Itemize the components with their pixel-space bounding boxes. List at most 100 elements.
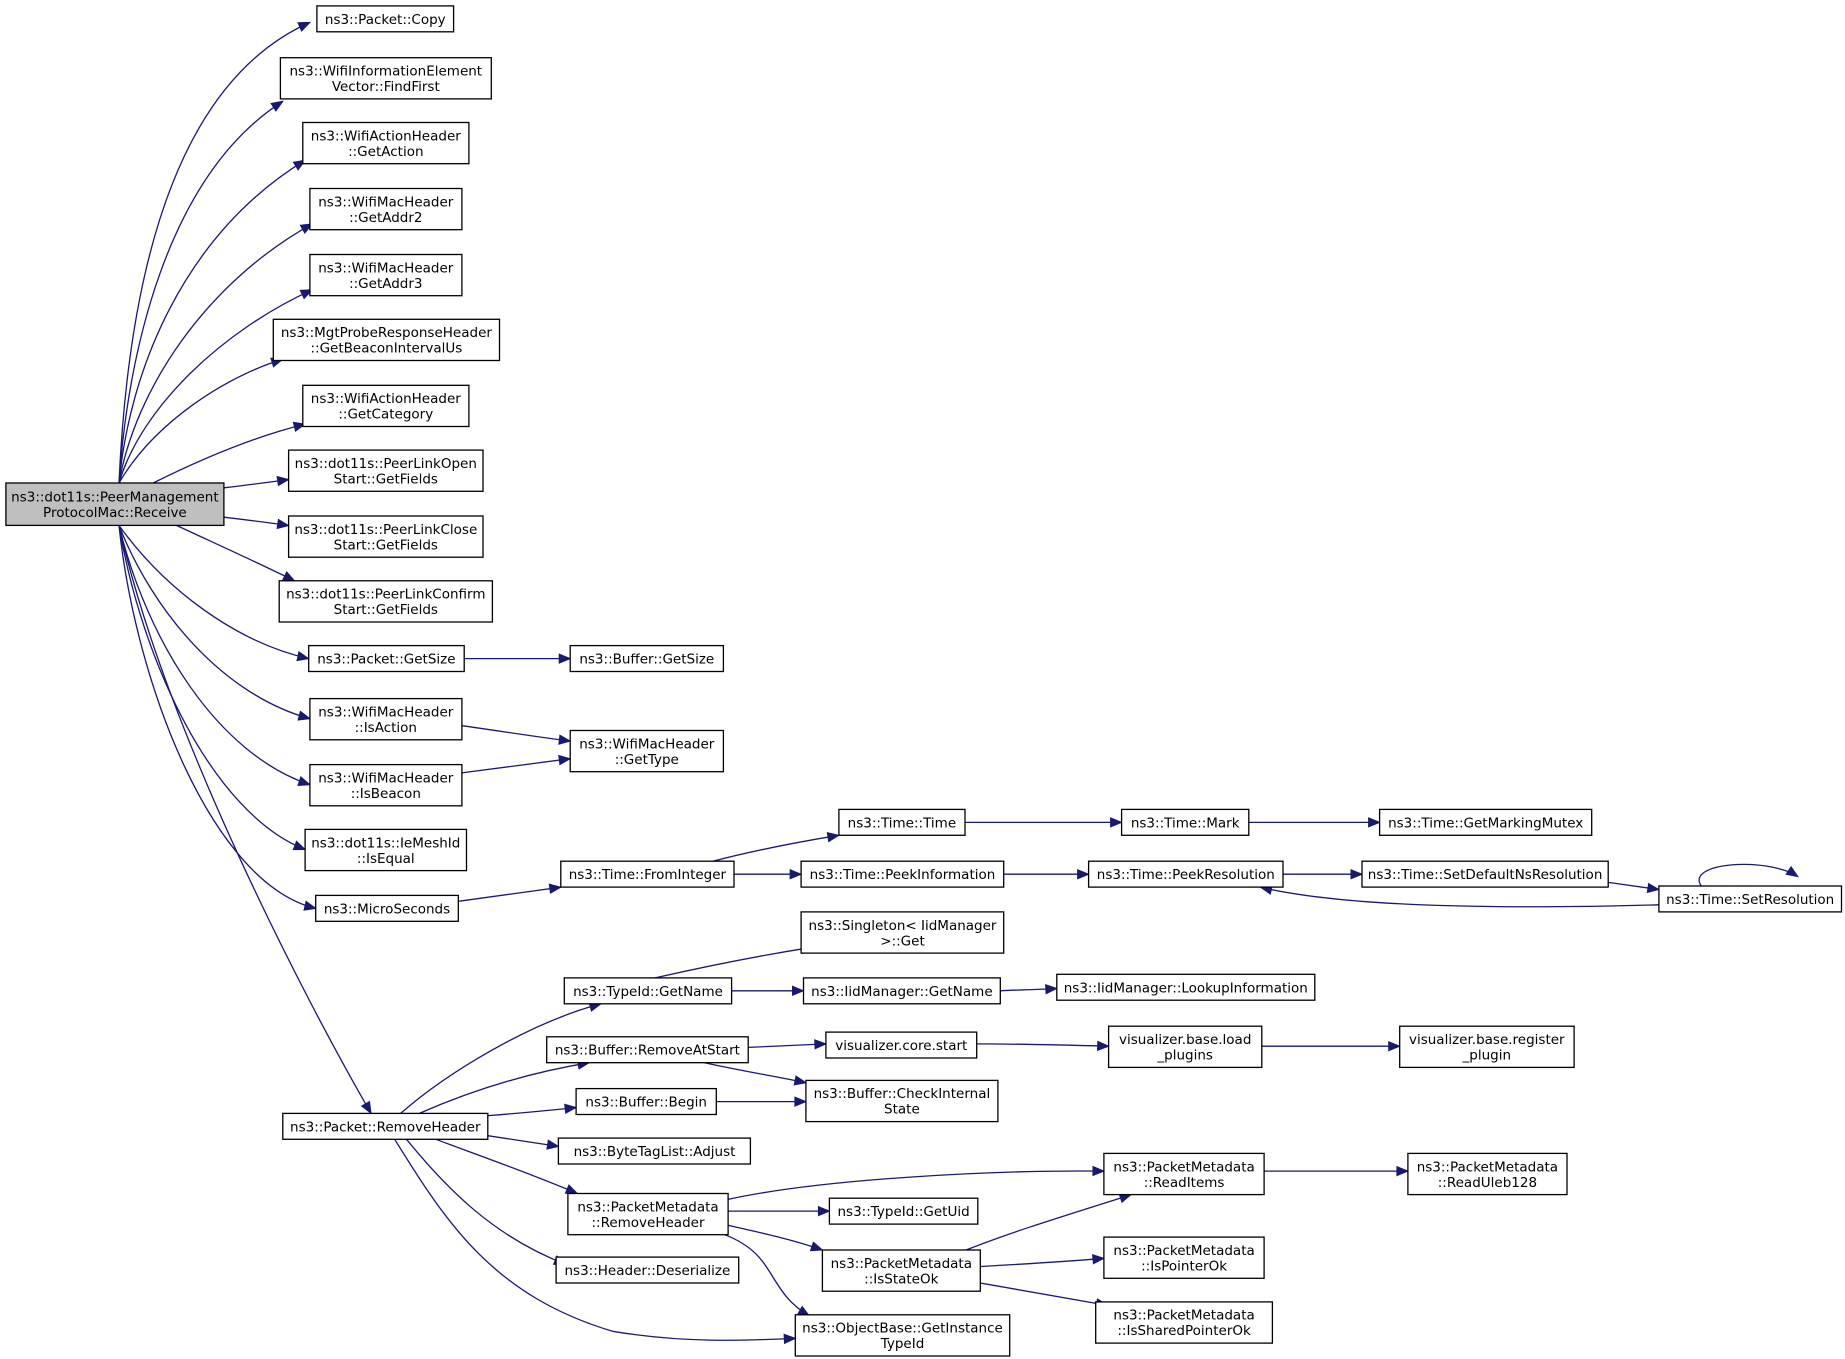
node-getaddr2[interactable]: ns3::WifiMacHeader::GetAddr2 [309, 187, 463, 231]
node-label-line: ::IsBeacon [351, 786, 421, 802]
node-label-line: ::IsPointerOk [1141, 1258, 1227, 1274]
node-label-line: ns3::PacketMetadata [1113, 1159, 1254, 1175]
node-isstateok[interactable]: ns3::PacketMetadata::IsStateOk [821, 1249, 981, 1292]
node-typeidgetname[interactable]: ns3::TypeId::GetName [563, 977, 733, 1005]
node-pmremoveheader[interactable]: ns3::PacketMetadata::RemoveHeader [567, 1192, 729, 1236]
node-microseconds[interactable]: ns3::MicroSeconds [315, 894, 459, 922]
node-label-line: TypeId [880, 1336, 925, 1352]
node-singleton[interactable]: ns3::Singleton< IidManager>::Get [800, 911, 1005, 954]
node-box [309, 187, 463, 231]
node-removeatstart[interactable]: ns3::Buffer::RemoveAtStart [546, 1036, 749, 1064]
node-box [825, 1031, 978, 1059]
node-peekinfo[interactable]: ns3::Time::PeekInformation [800, 860, 1005, 888]
node-label-line: ns3::IidManager::GetName [811, 984, 993, 1000]
arrowhead [276, 475, 290, 487]
arrowhead [546, 1139, 560, 1150]
arrowhead [826, 831, 841, 843]
node-viscorestart[interactable]: visualizer.core.start [825, 1031, 978, 1059]
node-timemark[interactable]: ns3::Time::Mark [1120, 808, 1250, 836]
node-removeheader[interactable]: ns3::Packet::RemoveHeader [282, 1112, 489, 1140]
node-label-line: ns3::PacketMetadata [1113, 1243, 1254, 1259]
node-label-line: Start::GetFields [334, 602, 438, 618]
node-frominteger[interactable]: ns3::Time::FromInteger [560, 860, 735, 888]
node-label-line: ns3::ObjectBase::GetInstance [802, 1321, 1003, 1337]
node-markingmutex[interactable]: ns3::Time::GetMarkingMutex [1378, 808, 1593, 836]
arrowhead [814, 1039, 828, 1050]
edge-removeheader-to-getinstancetypeid [394, 1138, 797, 1345]
node-label-line: ns3::dot11s::PeerLinkClose [294, 522, 477, 538]
node-pktgetsize[interactable]: ns3::Packet::GetSize [308, 644, 465, 673]
node-label-line: ns3::Time::SetResolution [1666, 892, 1834, 908]
node-label-line: ns3::WifiMacHeader [318, 705, 454, 721]
node-getaction[interactable]: ns3::WifiActionHeader::GetAction [302, 121, 470, 165]
node-findfirst[interactable]: ns3::WifiInformationElementVector::FindF… [279, 57, 492, 100]
node-getuid[interactable]: ns3::TypeId::GetUid [828, 1197, 979, 1225]
node-label-line: ns3::WifiActionHeader [311, 391, 461, 407]
node-label-line: ::IsStateOk [864, 1271, 938, 1287]
arrowhead [564, 1184, 579, 1195]
arrowhead [1368, 817, 1381, 828]
node-label-line: >::Get [880, 933, 924, 949]
node-issharedok[interactable]: ns3::PacketMetadata::IsSharedPointerOk [1095, 1301, 1274, 1344]
node-copy[interactable]: ns3::Packet::Copy [316, 5, 455, 33]
node-label-line: ns3::Packet::Copy [325, 12, 446, 28]
node-lookupinfo[interactable]: ns3::IidManager::LookupInformation [1056, 973, 1316, 1001]
node-box [802, 977, 1001, 1005]
node-label-line: ns3::Time::GetMarkingMutex [1388, 815, 1583, 831]
node-box [1399, 1025, 1575, 1069]
node-isequal[interactable]: ns3::dot11s::IeMeshId::IsEqual [304, 828, 468, 872]
node-box [278, 580, 494, 623]
node-gettype[interactable]: ns3::WifiMacHeader::GetType [569, 729, 725, 773]
node-plconfirm[interactable]: ns3::dot11s::PeerLinkConfirmStart::GetFi… [278, 580, 494, 623]
edge-setres-to-peekres [1259, 884, 1659, 908]
edge-removeheader-to-bufbegin [487, 1103, 578, 1117]
node-box [1658, 885, 1843, 913]
node-ispointerok[interactable]: ns3::PacketMetadata::IsPointerOk [1103, 1236, 1265, 1279]
node-getaddr3[interactable]: ns3::WifiMacHeader::GetAddr3 [309, 253, 463, 297]
edge-root-to-microseconds [118, 525, 317, 911]
node-visregister[interactable]: visualizer.base.register_plugin [1399, 1025, 1575, 1069]
node-box [805, 1079, 999, 1123]
node-box [1407, 1152, 1568, 1196]
node-visload[interactable]: visualizer.base.load_plugins [1107, 1025, 1263, 1069]
node-bytetagadjust[interactable]: ns3::ByteTagList::Adjust [557, 1137, 752, 1165]
node-isaction[interactable]: ns3::WifiMacHeader::IsAction [309, 697, 463, 741]
edge-removeatstart-to-checkinternal [704, 1062, 808, 1086]
node-plclose[interactable]: ns3::dot11s::PeerLinkCloseStart::GetFiel… [287, 515, 484, 558]
node-label-line: ns3::WifiMacHeader [318, 194, 454, 210]
edge-timetime-to-timemark [964, 817, 1123, 828]
arrowhead [1045, 983, 1059, 995]
node-readuleb[interactable]: ns3::PacketMetadata::ReadUleb128 [1407, 1152, 1568, 1196]
node-timetime[interactable]: ns3::Time::Time [838, 808, 966, 836]
node-label-line: ::ReadItems [1144, 1175, 1225, 1191]
node-root[interactable]: ns3::dot11s::PeerManagementProtocolMac::… [5, 482, 225, 527]
node-isbeacon[interactable]: ns3::WifiMacHeader::IsBeacon [309, 763, 463, 807]
node-getcategory[interactable]: ns3::WifiActionHeader::GetCategory [302, 384, 470, 428]
node-label-line: ProtocolMac::Receive [43, 505, 187, 521]
node-box [821, 1249, 981, 1292]
node-box [1087, 860, 1284, 888]
edge-root-to-beaconint [118, 357, 285, 484]
node-label-line: ::RemoveHeader [591, 1215, 704, 1231]
node-beaconint[interactable]: ns3::MgtProbeResponseHeader::GetBeaconIn… [272, 318, 501, 362]
edge-root-to-getaddr3 [118, 289, 314, 484]
node-bufbegin[interactable]: ns3::Buffer::Begin [575, 1087, 717, 1116]
node-peekres[interactable]: ns3::Time::PeekResolution [1087, 860, 1284, 888]
node-readitems[interactable]: ns3::PacketMetadata::ReadItems [1103, 1152, 1265, 1196]
node-deserialize[interactable]: ns3::Header::Deserialize [555, 1256, 740, 1284]
node-setres[interactable]: ns3::Time::SetResolution [1658, 885, 1843, 913]
node-label-line: ns3::WifiActionHeader [311, 128, 461, 144]
edge-removeheader-to-bytetagadjust [487, 1135, 560, 1150]
node-plopen[interactable]: ns3::dot11s::PeerLinkOpenStart::GetField… [287, 449, 484, 492]
node-label-line: ns3::WifiMacHeader [318, 771, 454, 787]
edge-viscorestart-to-visload [976, 1040, 1110, 1052]
node-iidgetname[interactable]: ns3::IidManager::GetName [802, 977, 1001, 1005]
edge-setdefres-to-setres [1608, 881, 1661, 894]
node-bufgetsize[interactable]: ns3::Buffer::GetSize [569, 644, 725, 673]
arrowhead [297, 21, 312, 32]
node-box [304, 828, 468, 872]
node-label-line: ns3::WifiMacHeader [579, 736, 715, 752]
node-setdefres[interactable]: ns3::Time::SetDefaultNsResolution [1361, 860, 1609, 888]
